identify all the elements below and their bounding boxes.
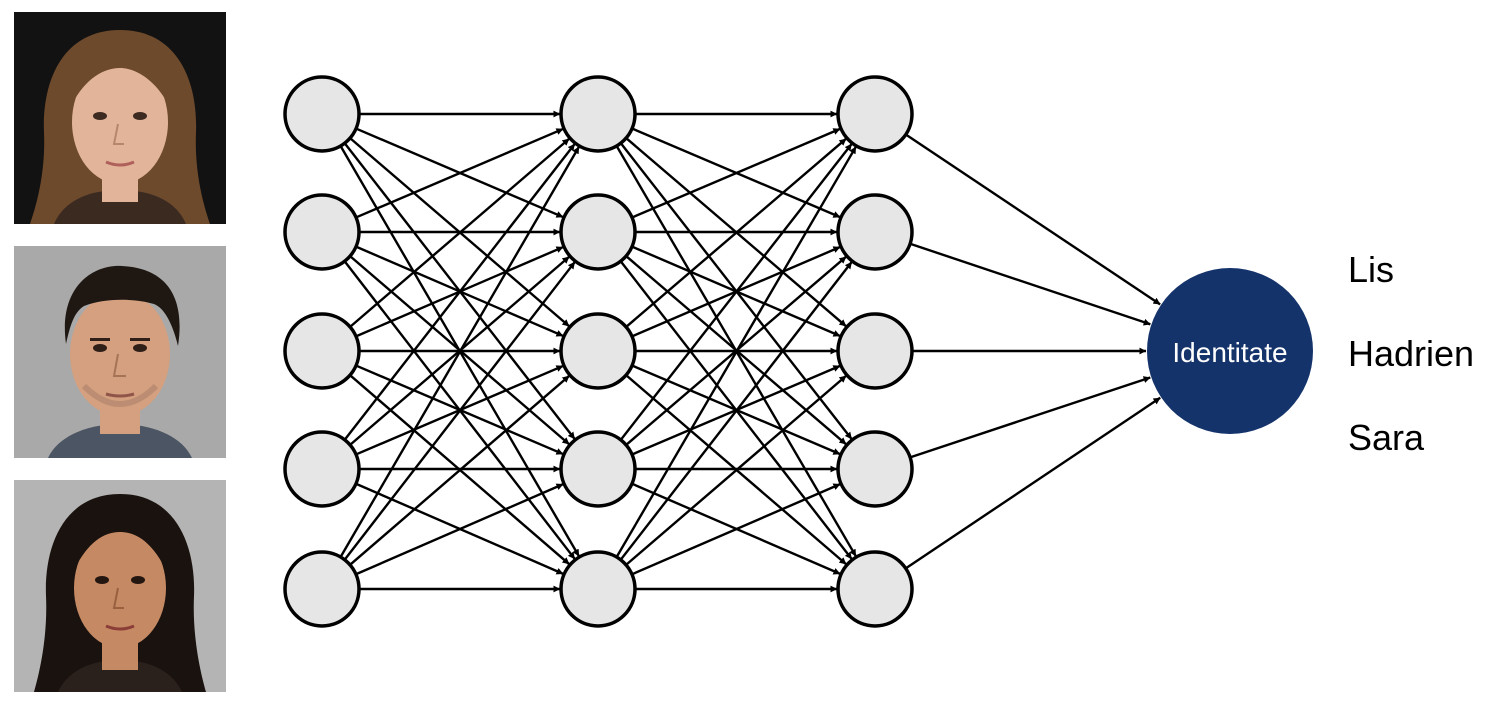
edge-l2-n2-to-n1: [631, 127, 841, 219]
output-identity-label: Identitate: [1172, 337, 1287, 368]
layer-1-node-5: [283, 550, 361, 628]
edge-l3-n2-to-output: [909, 242, 1151, 326]
face-photo-woman-light-hair-icon: [14, 12, 226, 224]
layer-1-node-2: [283, 193, 361, 271]
edge-l1-n5-to-n2: [343, 261, 576, 561]
output-node: Identitate: [1147, 268, 1313, 434]
face-photo-woman-dark-hair-icon: [14, 480, 226, 692]
layer-3-node-4: [836, 430, 914, 508]
face-photo-man-dark-hair-icon: [14, 246, 226, 458]
edge-l1-n2-to-n1: [355, 127, 564, 219]
edge-l2-n5-to-n4: [631, 483, 841, 576]
edge-l2-n5-to-n1: [615, 146, 857, 558]
nodes-layer: [283, 75, 914, 628]
output-identity-node: [1147, 268, 1313, 434]
layer-3-node-2: [836, 193, 914, 271]
layer-3-node-1: [836, 75, 914, 153]
edge-l2-n5-to-n3: [625, 374, 847, 566]
layer-2-node-3: [559, 312, 637, 390]
layer-3-node-3: [836, 312, 914, 390]
edge-l3-n1-to-output: [905, 133, 1161, 306]
face-photo-1: [14, 12, 226, 224]
edge-l2-n3-to-n1: [625, 137, 847, 328]
edge-l1-n5-to-n1: [339, 146, 580, 558]
layer-2-node-4: [559, 430, 637, 508]
layer-2-node-1: [559, 75, 637, 153]
layer-2-node-2: [559, 193, 637, 271]
edge-l2-n5-to-n2: [619, 261, 853, 561]
identity-name-hadrien: Hadrien: [1348, 333, 1475, 374]
connections-layer: [339, 110, 1161, 593]
layer-1-node-4: [283, 430, 361, 508]
edge-l1-n4-to-n1: [343, 143, 576, 441]
identity-name-lis: Lis: [1348, 249, 1395, 290]
edge-l1-n5-to-n4: [355, 483, 564, 576]
edge-l3-n4-to-output: [909, 376, 1151, 459]
edge-l3-n5-to-output: [905, 396, 1161, 570]
layer-3-node-5: [836, 550, 914, 628]
layer-2-node-5: [559, 550, 637, 628]
edge-l1-n3-to-n1: [349, 137, 570, 328]
face-photo-2: [14, 246, 226, 458]
edge-l1-n5-to-n3: [349, 374, 571, 566]
layer-1-node-1: [283, 75, 361, 153]
edge-l2-n4-to-n1: [619, 143, 853, 441]
layer-1-node-3: [283, 312, 361, 390]
face-photo-3: [14, 480, 226, 692]
identity-name-sara: Sara: [1348, 417, 1425, 458]
